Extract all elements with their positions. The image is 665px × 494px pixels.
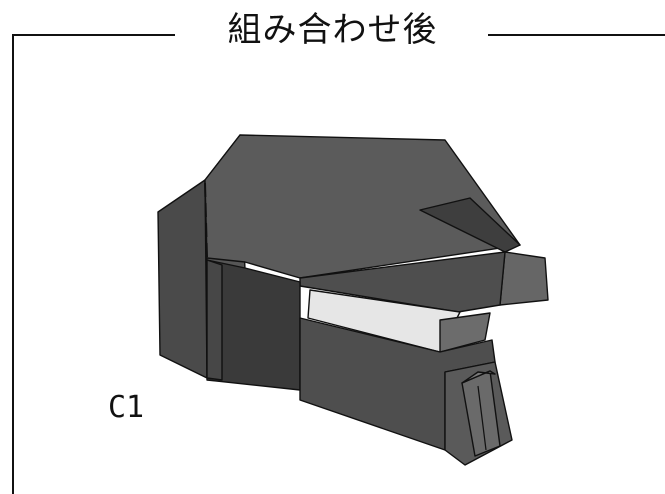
nose-front [499, 251, 549, 306]
part-label: C1 [108, 390, 145, 425]
left-side-face [157, 179, 208, 379]
seam-line [204, 182, 208, 259]
head-part-c1 [157, 134, 549, 466]
inner-recess-shade [206, 259, 223, 381]
crest-plane [419, 197, 521, 253]
visor-cheek [439, 312, 491, 353]
chin-vent-top [461, 370, 496, 384]
frame-border [12, 34, 665, 494]
